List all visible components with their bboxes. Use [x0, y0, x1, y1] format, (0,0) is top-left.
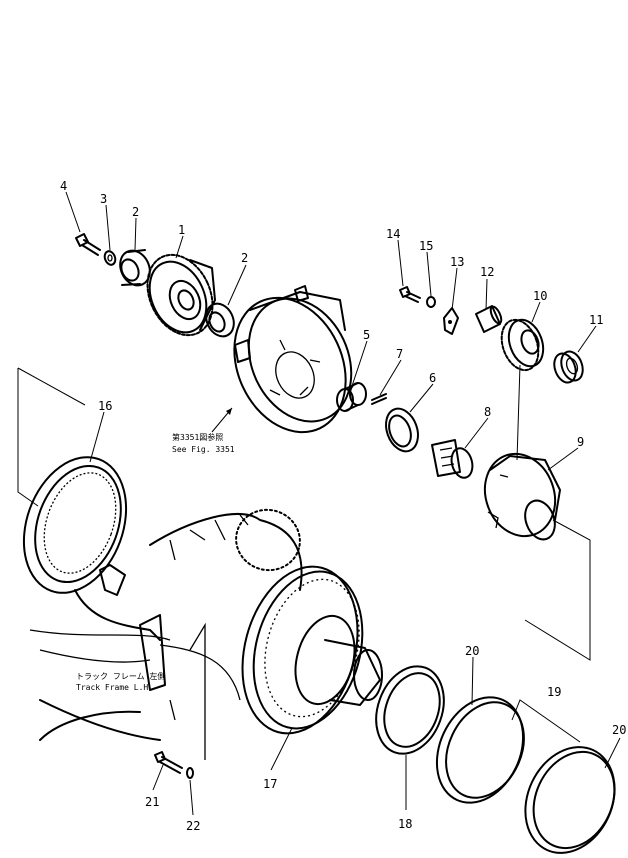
- part-2-bearing-left: [119, 249, 151, 287]
- part-18-seal-ring: [375, 665, 445, 755]
- part-20-ring-a: [435, 696, 525, 804]
- label-part-1: 1: [178, 223, 185, 237]
- label-part-11: 11: [589, 313, 603, 327]
- part-21-bolt: [154, 751, 183, 774]
- part-8-shaft: [431, 439, 474, 479]
- label-part-19: 19: [547, 685, 561, 699]
- label-part-4: 4: [60, 179, 67, 193]
- label-part-21: 21: [145, 795, 159, 809]
- label-part-6: 6: [429, 371, 436, 385]
- part-22-washer: [186, 767, 194, 779]
- part-19-ring: [511, 699, 616, 854]
- part-1-gear: [146, 253, 216, 337]
- part-6-seal: [385, 407, 419, 453]
- part-14-bolt: [399, 286, 421, 303]
- label-part-8: 8: [484, 405, 491, 419]
- label-part-20-b: 20: [612, 723, 626, 737]
- part-12-pin: [475, 305, 503, 333]
- see-fig-note: 第3351図参照 See Fig. 3351: [172, 407, 235, 454]
- label-part-15: 15: [419, 239, 433, 253]
- carrier-housing: [233, 285, 353, 434]
- label-part-9: 9: [577, 435, 584, 449]
- part-3-washer: [103, 250, 117, 266]
- part-10-gear: [500, 318, 545, 372]
- track-frame: トラック フレーム 左側 Track Frame L.H: [29, 513, 303, 760]
- part-15-washer: [426, 296, 436, 308]
- see-fig-en-text: See Fig. 3351: [172, 445, 235, 454]
- label-part-20-a: 20: [465, 644, 479, 658]
- track-frame-jp-text: トラック フレーム 左側: [76, 671, 165, 681]
- part-labels: 4 3 2 1 2 5 7 6 8 9 10 11 12 13 14 15 16…: [60, 179, 626, 833]
- label-part-16: 16: [98, 399, 112, 413]
- part-13-lock-plate: [443, 307, 459, 335]
- label-part-22: 22: [186, 819, 200, 833]
- track-frame-en-text: Track Frame L.H: [76, 683, 148, 692]
- part-11-bearing: [553, 350, 584, 384]
- part-9-carrier: [483, 364, 591, 661]
- label-part-2-left: 2: [132, 205, 139, 219]
- part-7-pin: [371, 393, 387, 405]
- label-part-13: 13: [450, 255, 464, 269]
- label-part-17: 17: [263, 777, 277, 791]
- part-17-hub: [235, 508, 383, 735]
- label-part-7: 7: [396, 347, 403, 361]
- part-5-bushing: [336, 382, 367, 412]
- label-part-5: 5: [363, 328, 370, 342]
- label-part-3: 3: [100, 192, 107, 206]
- label-part-2-right: 2: [241, 251, 248, 265]
- part-2-bearing-right: [205, 302, 235, 338]
- label-part-14: 14: [386, 227, 400, 241]
- label-part-18: 18: [398, 817, 412, 831]
- label-part-12: 12: [480, 265, 494, 279]
- see-fig-jp-text: 第3351図参照: [172, 432, 223, 442]
- label-part-10: 10: [533, 289, 547, 303]
- leader-lines: [65, 191, 621, 816]
- part-16-ring: [17, 367, 128, 594]
- part-4-bolt: [75, 233, 101, 256]
